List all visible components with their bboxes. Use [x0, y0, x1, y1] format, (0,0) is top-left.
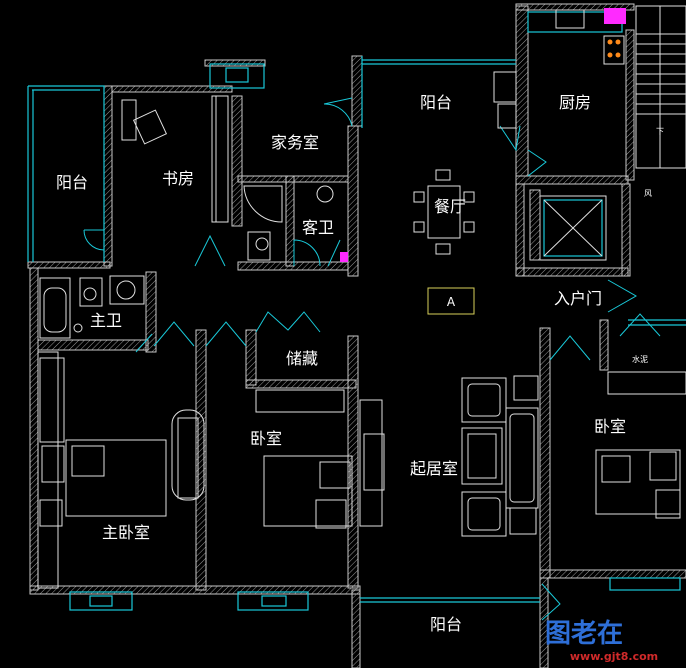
label-storage: 储藏 [286, 349, 318, 368]
label-bedroom-right: 卧室 [594, 417, 626, 436]
label-dining: 餐厅 [434, 197, 466, 216]
label-balcony-top: 阳台 [420, 93, 452, 112]
furniture [37, 8, 686, 589]
tags: A 下 风 水泥 [447, 127, 664, 364]
windows [27, 11, 686, 611]
room-labels: 阳台 厨房 阳台 书房 家务室 客卫 餐厅 主卫 入户门 储藏 卧室 卧室 起居… [56, 93, 626, 634]
label-bedroom-mid: 卧室 [250, 429, 282, 448]
label-balcony-bottom: 阳台 [430, 615, 462, 634]
label-guest-bath: 客卫 [302, 218, 334, 237]
elevator-tag: 风 [644, 189, 652, 198]
watermark-logo: 图老在 [545, 619, 623, 649]
staircase [635, 5, 686, 169]
doors [83, 97, 661, 621]
label-master-bedroom: 主卧室 [102, 523, 150, 542]
label-kitchen: 厨房 [559, 93, 591, 112]
label-master-bath: 主卫 [90, 311, 122, 330]
bed-mark-tag: 水泥 [632, 354, 648, 364]
label-balcony-left: 阳台 [56, 173, 88, 192]
watermark-url: www.gjt8.com [570, 650, 658, 663]
label-living: 起居室 [410, 459, 458, 478]
walls [27, 3, 686, 668]
watermark: 图老在 www.gjt8.com [545, 619, 658, 663]
unit-tag: A [447, 295, 456, 309]
stair-down-tag: 下 [656, 127, 664, 136]
label-utility: 家务室 [271, 133, 319, 152]
elevator-shaft [529, 189, 607, 261]
label-entrance: 入户门 [554, 289, 602, 308]
label-study: 书房 [162, 169, 194, 188]
